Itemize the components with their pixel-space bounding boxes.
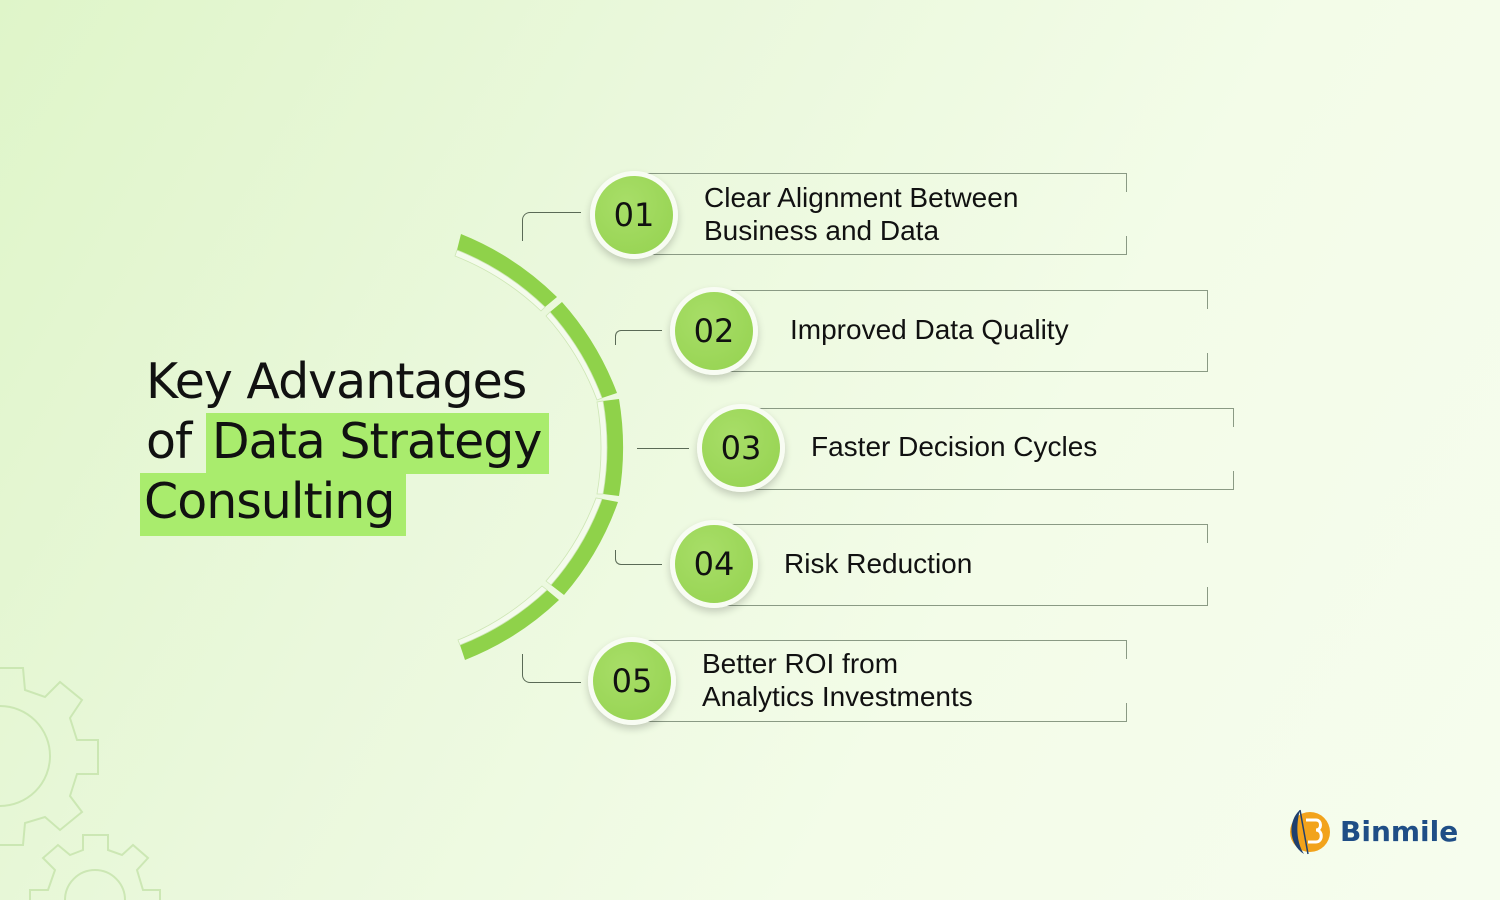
number-badge-03: 03: [697, 404, 785, 492]
connector-05: [522, 654, 581, 683]
item-box-03: [746, 408, 1234, 490]
number-badge-01: 01: [590, 171, 678, 259]
item-box-02: [720, 290, 1208, 372]
item-box-05: [640, 640, 1127, 722]
number-badge-04: 04: [670, 520, 758, 608]
title-line-1: Key Advantages: [146, 353, 527, 410]
connector-03: [637, 448, 689, 449]
binmile-b-icon: [1290, 809, 1330, 855]
title-line-3: Consulting: [140, 472, 549, 536]
item-label-02: Improved Data Quality: [790, 314, 1069, 345]
arc-segments: [454, 234, 624, 660]
connector-01: [522, 212, 581, 241]
title-line-2-prefix: of: [146, 413, 192, 470]
item-label-03: Faster Decision Cycles: [811, 431, 1098, 462]
gear-icon: [29, 834, 161, 900]
item-box-01: [640, 173, 1127, 255]
logo-text: Binmile: [1340, 814, 1459, 848]
connector-04: [615, 550, 662, 565]
number-badge-05: 05: [588, 637, 676, 725]
binmile-logo[interactable]: Binmile: [1286, 806, 1458, 856]
item-label-01: Clear Alignment Between Business and Dat…: [704, 182, 1019, 246]
title-highlight-consulting: Consulting: [140, 473, 407, 536]
item-label-05: Better ROI from Analytics Investments: [702, 648, 973, 712]
item-label-04: Risk Reduction: [784, 548, 973, 579]
title-highlight-data-strategy: Data Strategy: [205, 413, 550, 474]
item-box-04: [720, 524, 1208, 606]
gear-icon: [0, 667, 99, 846]
page-title: Key Advantages of Data Strategy Consulti…: [140, 352, 550, 536]
number-badge-02: 02: [670, 287, 758, 375]
title-line-2: of Data Strategy: [146, 412, 550, 474]
connector-02: [615, 330, 662, 345]
